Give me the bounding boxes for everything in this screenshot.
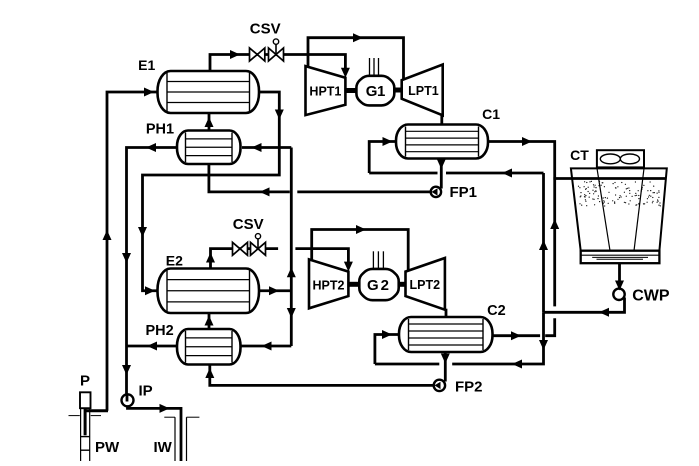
svg-text:E1: E1 xyxy=(138,57,155,73)
svg-text:IP: IP xyxy=(139,383,153,400)
svg-text:HPT1: HPT1 xyxy=(309,85,341,99)
svg-text:CT: CT xyxy=(570,147,589,163)
svg-text:CSV: CSV xyxy=(233,216,264,233)
svg-text:G1: G1 xyxy=(366,83,385,100)
svg-text:FP1: FP1 xyxy=(450,184,478,201)
svg-text:IW: IW xyxy=(154,439,173,456)
svg-text:P: P xyxy=(80,373,90,390)
svg-text:LPT2: LPT2 xyxy=(410,278,441,292)
svg-text:E2: E2 xyxy=(166,253,183,269)
svg-text:C1: C1 xyxy=(482,106,500,122)
svg-text:CWP: CWP xyxy=(632,288,670,305)
svg-text:G2: G2 xyxy=(367,277,391,294)
svg-text:PH2: PH2 xyxy=(145,323,173,339)
svg-text:HPT2: HPT2 xyxy=(313,278,345,292)
svg-text:PW: PW xyxy=(95,439,120,456)
svg-text:CSV: CSV xyxy=(250,21,281,38)
svg-text:C2: C2 xyxy=(487,303,506,319)
svg-text:FP2: FP2 xyxy=(455,379,483,396)
svg-text:PH1: PH1 xyxy=(146,122,174,138)
svg-text:LPT1: LPT1 xyxy=(408,84,439,98)
